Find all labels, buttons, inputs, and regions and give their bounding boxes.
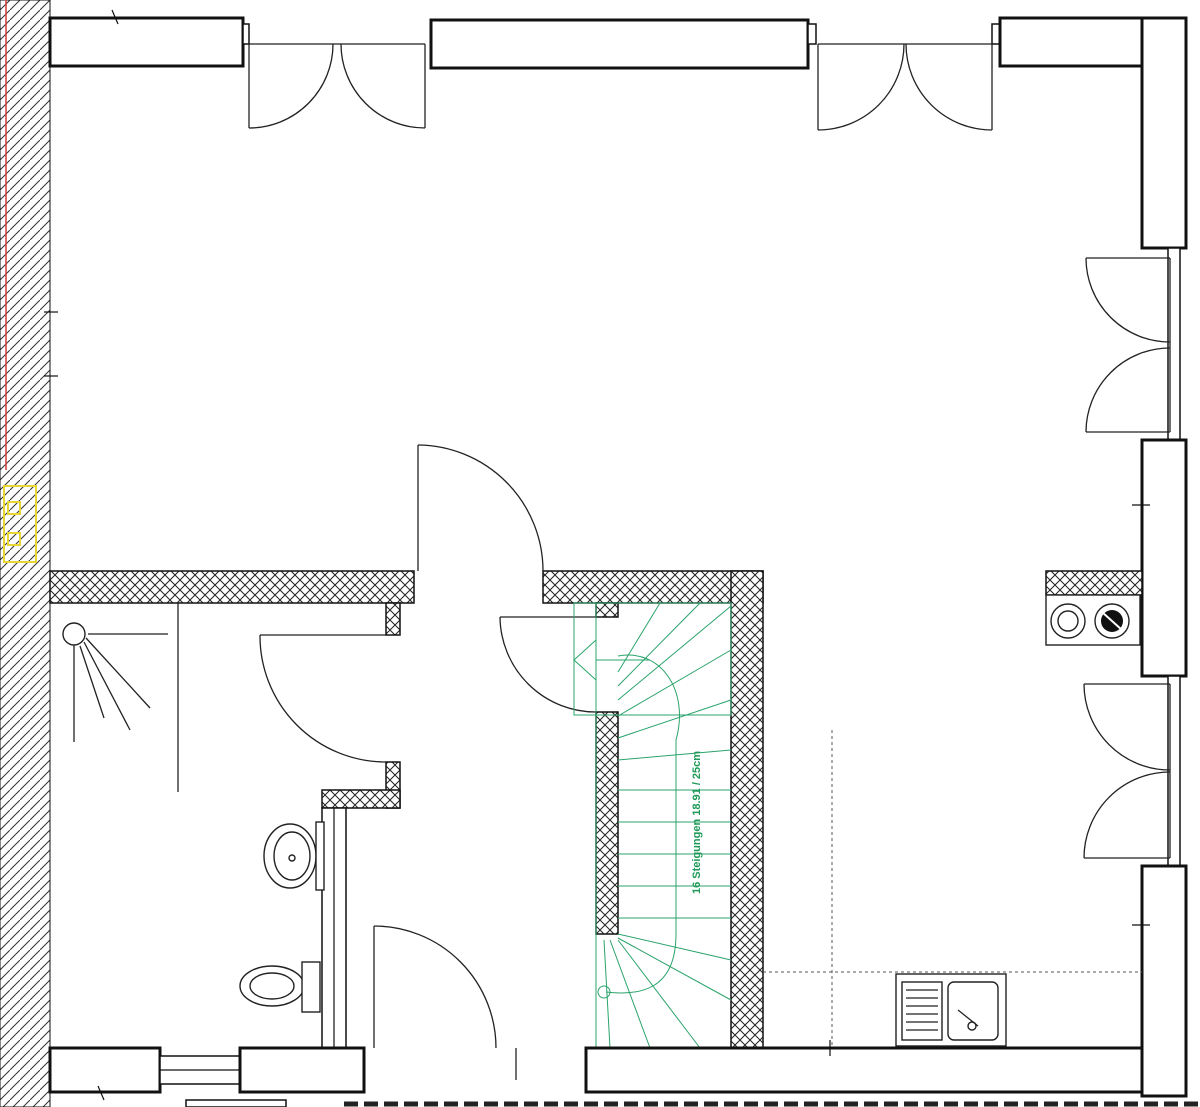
stair-label: 16 Steigungen 18.91 / 25cm <box>691 751 703 894</box>
washbasin <box>263 821 325 891</box>
exterior-wall-left <box>0 0 51 1107</box>
wall-bottom <box>48 1040 1200 1107</box>
interior-wall-horizontal <box>49 570 764 604</box>
wall-top <box>48 16 1144 70</box>
staircase: 16 Steigungen 18.91 / 25cm <box>573 602 732 1049</box>
kitchen-counter <box>763 730 1142 1048</box>
bathroom-wall <box>321 602 401 1049</box>
double-door-right-upper <box>1085 257 1171 433</box>
entrance-door <box>373 925 497 1049</box>
double-door-right-lower <box>1083 683 1171 859</box>
stove-unit <box>1045 570 1143 646</box>
bathroom-door <box>259 634 387 763</box>
wall-marker <box>3 485 37 563</box>
shower <box>62 603 179 792</box>
double-door-top-right <box>817 43 993 131</box>
stair-wall-center <box>595 602 619 935</box>
stair-door <box>499 616 597 713</box>
wall-ticks <box>44 9 119 1101</box>
hall-door <box>417 444 544 572</box>
toilet <box>239 961 321 1013</box>
wall-right <box>1132 16 1188 1098</box>
stair-wall-right <box>730 570 764 1049</box>
double-door-top-left <box>248 43 426 129</box>
